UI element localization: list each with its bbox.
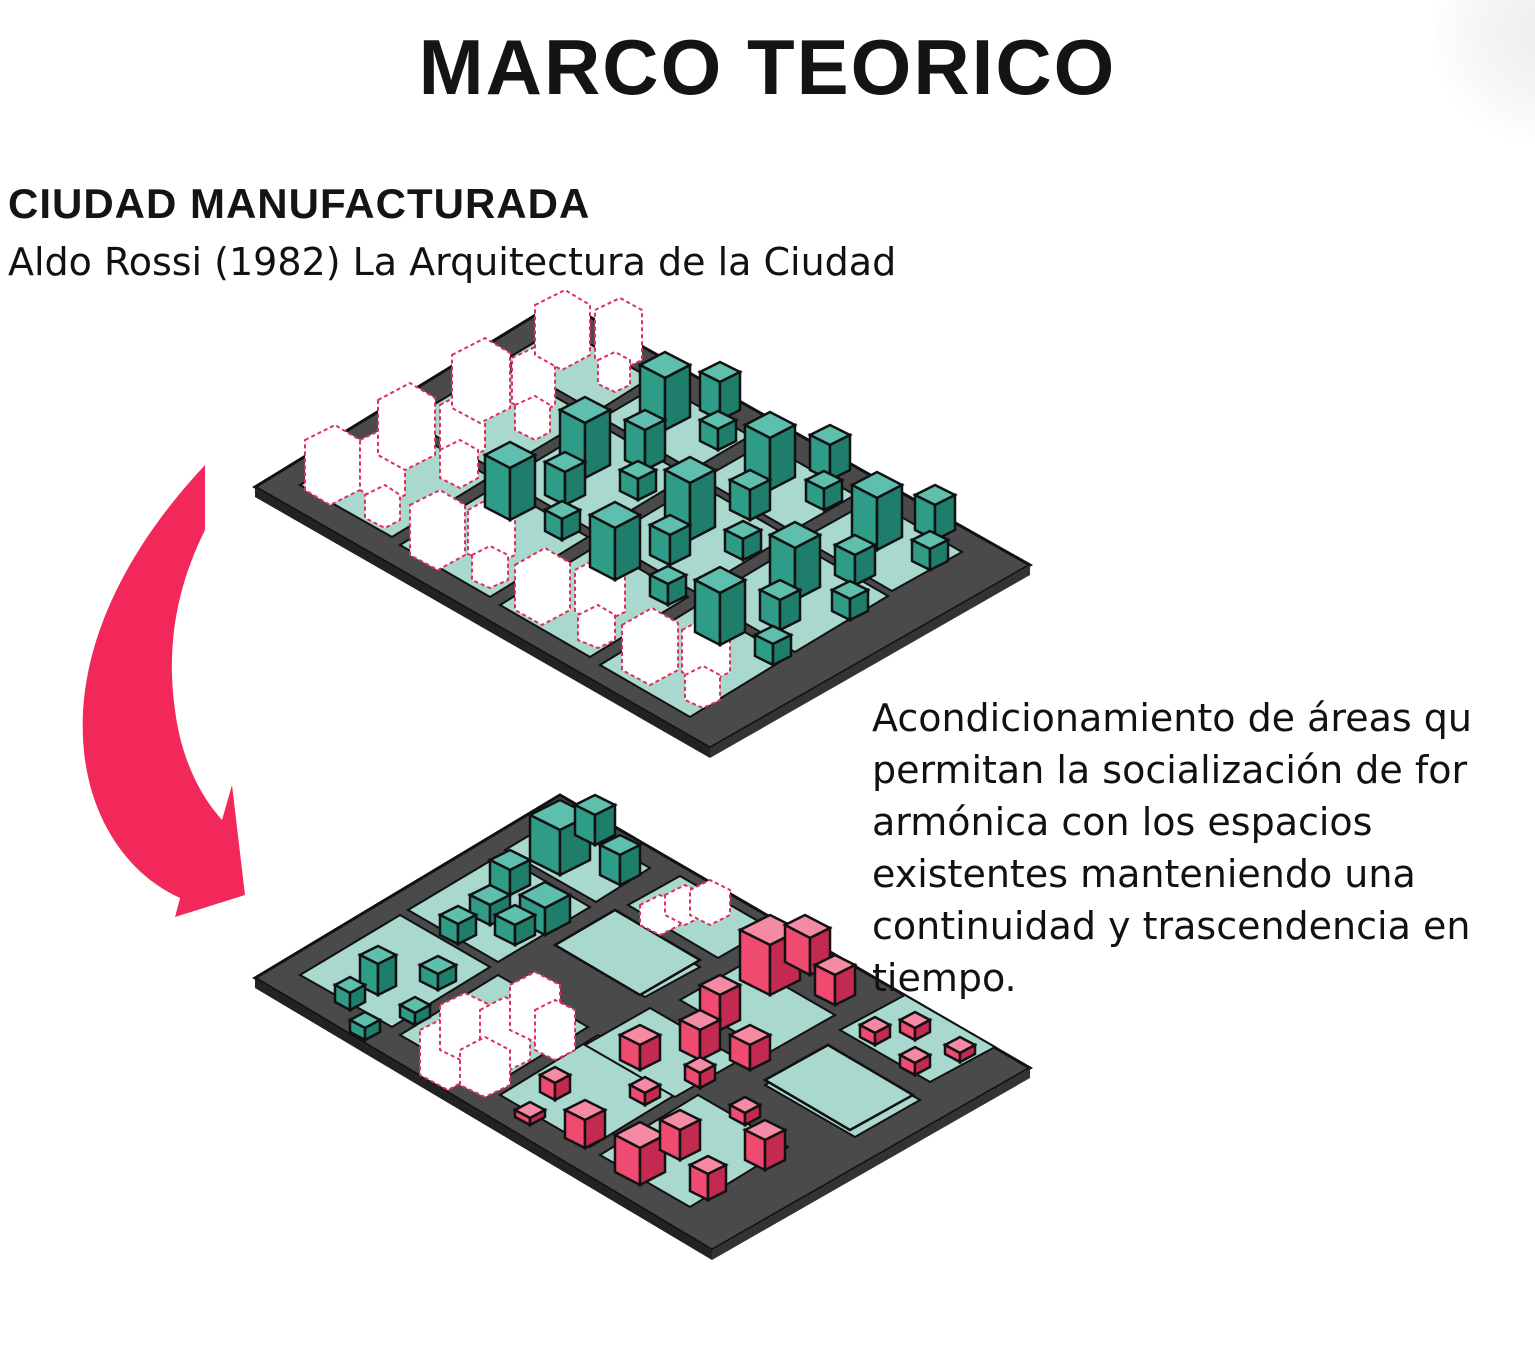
description-line: permitan la socialización de for [872,748,1468,792]
open-square-2 [762,1043,916,1132]
author-reference: Aldo Rossi (1982) La Arquitectura de la … [8,240,897,284]
existing-green-buildings [482,350,958,668]
description-line: tiempo. [872,956,1017,1000]
description-text: Acondicionamiento de áreas qu permitan l… [872,692,1535,1004]
corner-shadow [1435,0,1535,140]
existing-dashed-buildings [304,288,731,710]
after-dashed-buildings [419,878,731,1099]
description-line: Acondicionamiento de áreas qu [872,696,1472,740]
description-line: continuidad y trascendencia en [872,904,1471,948]
section-heading: CIUDAD MANUFACTURADA [8,180,591,227]
after-red-buildings [512,913,978,1203]
isometric-city-before [252,288,1034,758]
curved-arrow-down-icon [82,465,245,917]
open-square-1 [552,908,703,997]
description-line: existentes manteniendo una [872,852,1416,896]
description-line: armónica con los espacios [872,800,1373,844]
isometric-city-after [252,793,1034,1260]
page-title: MARCO TEORICO [418,23,1117,111]
after-green-buildings [332,793,643,1043]
platform-before-edge [255,487,710,758]
